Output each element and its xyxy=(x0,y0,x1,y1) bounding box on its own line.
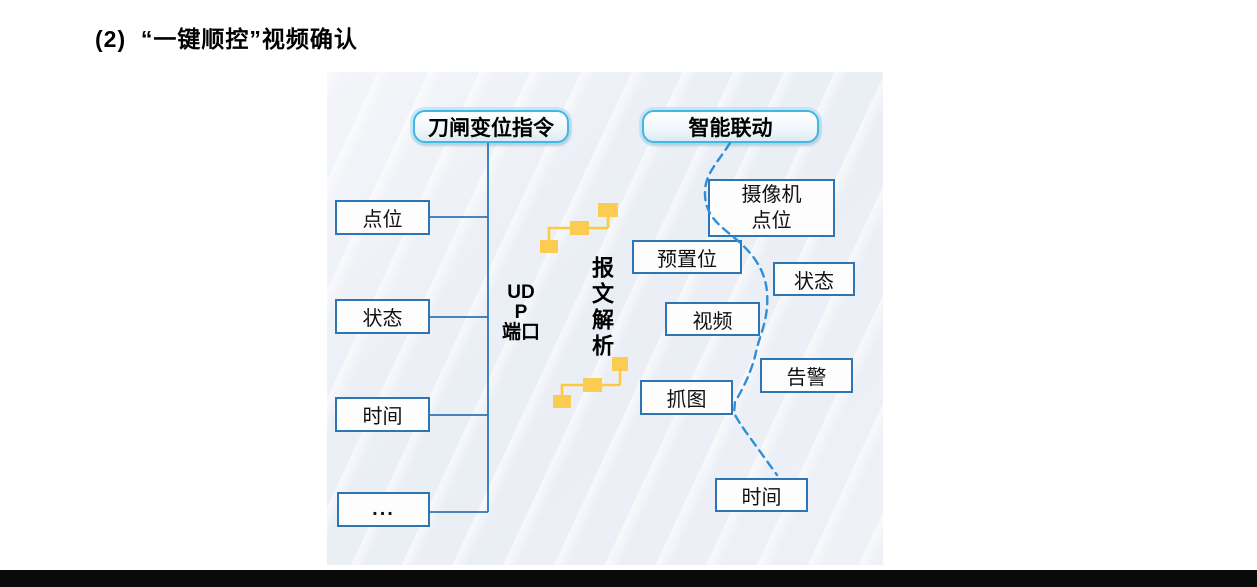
node-time: 时间 xyxy=(335,397,430,432)
page-title: (2) “一键顺控”视频确认 xyxy=(95,26,358,52)
node-smart-linkage-header: 智能联动 xyxy=(642,110,819,143)
node-preset: 预置位 xyxy=(632,240,742,274)
node-snapshot: 抓图 xyxy=(640,380,733,415)
node-status-right: 状态 xyxy=(773,262,855,296)
node-point: 点位 xyxy=(335,200,430,235)
udp-port-label: UD P 端口 xyxy=(493,283,549,343)
topology-link-icon-top xyxy=(540,203,618,253)
bottom-bar xyxy=(0,570,1257,587)
udp-line-2: P xyxy=(514,302,528,323)
node-alarm: 告警 xyxy=(760,358,853,393)
node-switch-command-header: 刀闸变位指令 xyxy=(413,110,569,143)
packet-parse-label: 报文解析 xyxy=(589,256,614,360)
camera-line-1: 摄像机 xyxy=(741,184,802,206)
udp-line-3: 端口 xyxy=(501,322,540,343)
node-ellipsis: ... xyxy=(337,492,430,527)
camera-line-2: 点位 xyxy=(751,210,792,232)
node-time-right: 时间 xyxy=(715,478,808,512)
node-status: 状态 xyxy=(335,299,430,334)
udp-line-1: UD xyxy=(507,282,535,303)
diagram-panel: 刀闸变位指令 智能联动 点位 状态 时间 ... UD P 端口 报文解析 摄像… xyxy=(327,72,883,565)
left-tree-lines xyxy=(430,143,489,513)
node-camera-point: 摄像机 点位 xyxy=(708,179,835,237)
node-video: 视频 xyxy=(665,302,760,336)
